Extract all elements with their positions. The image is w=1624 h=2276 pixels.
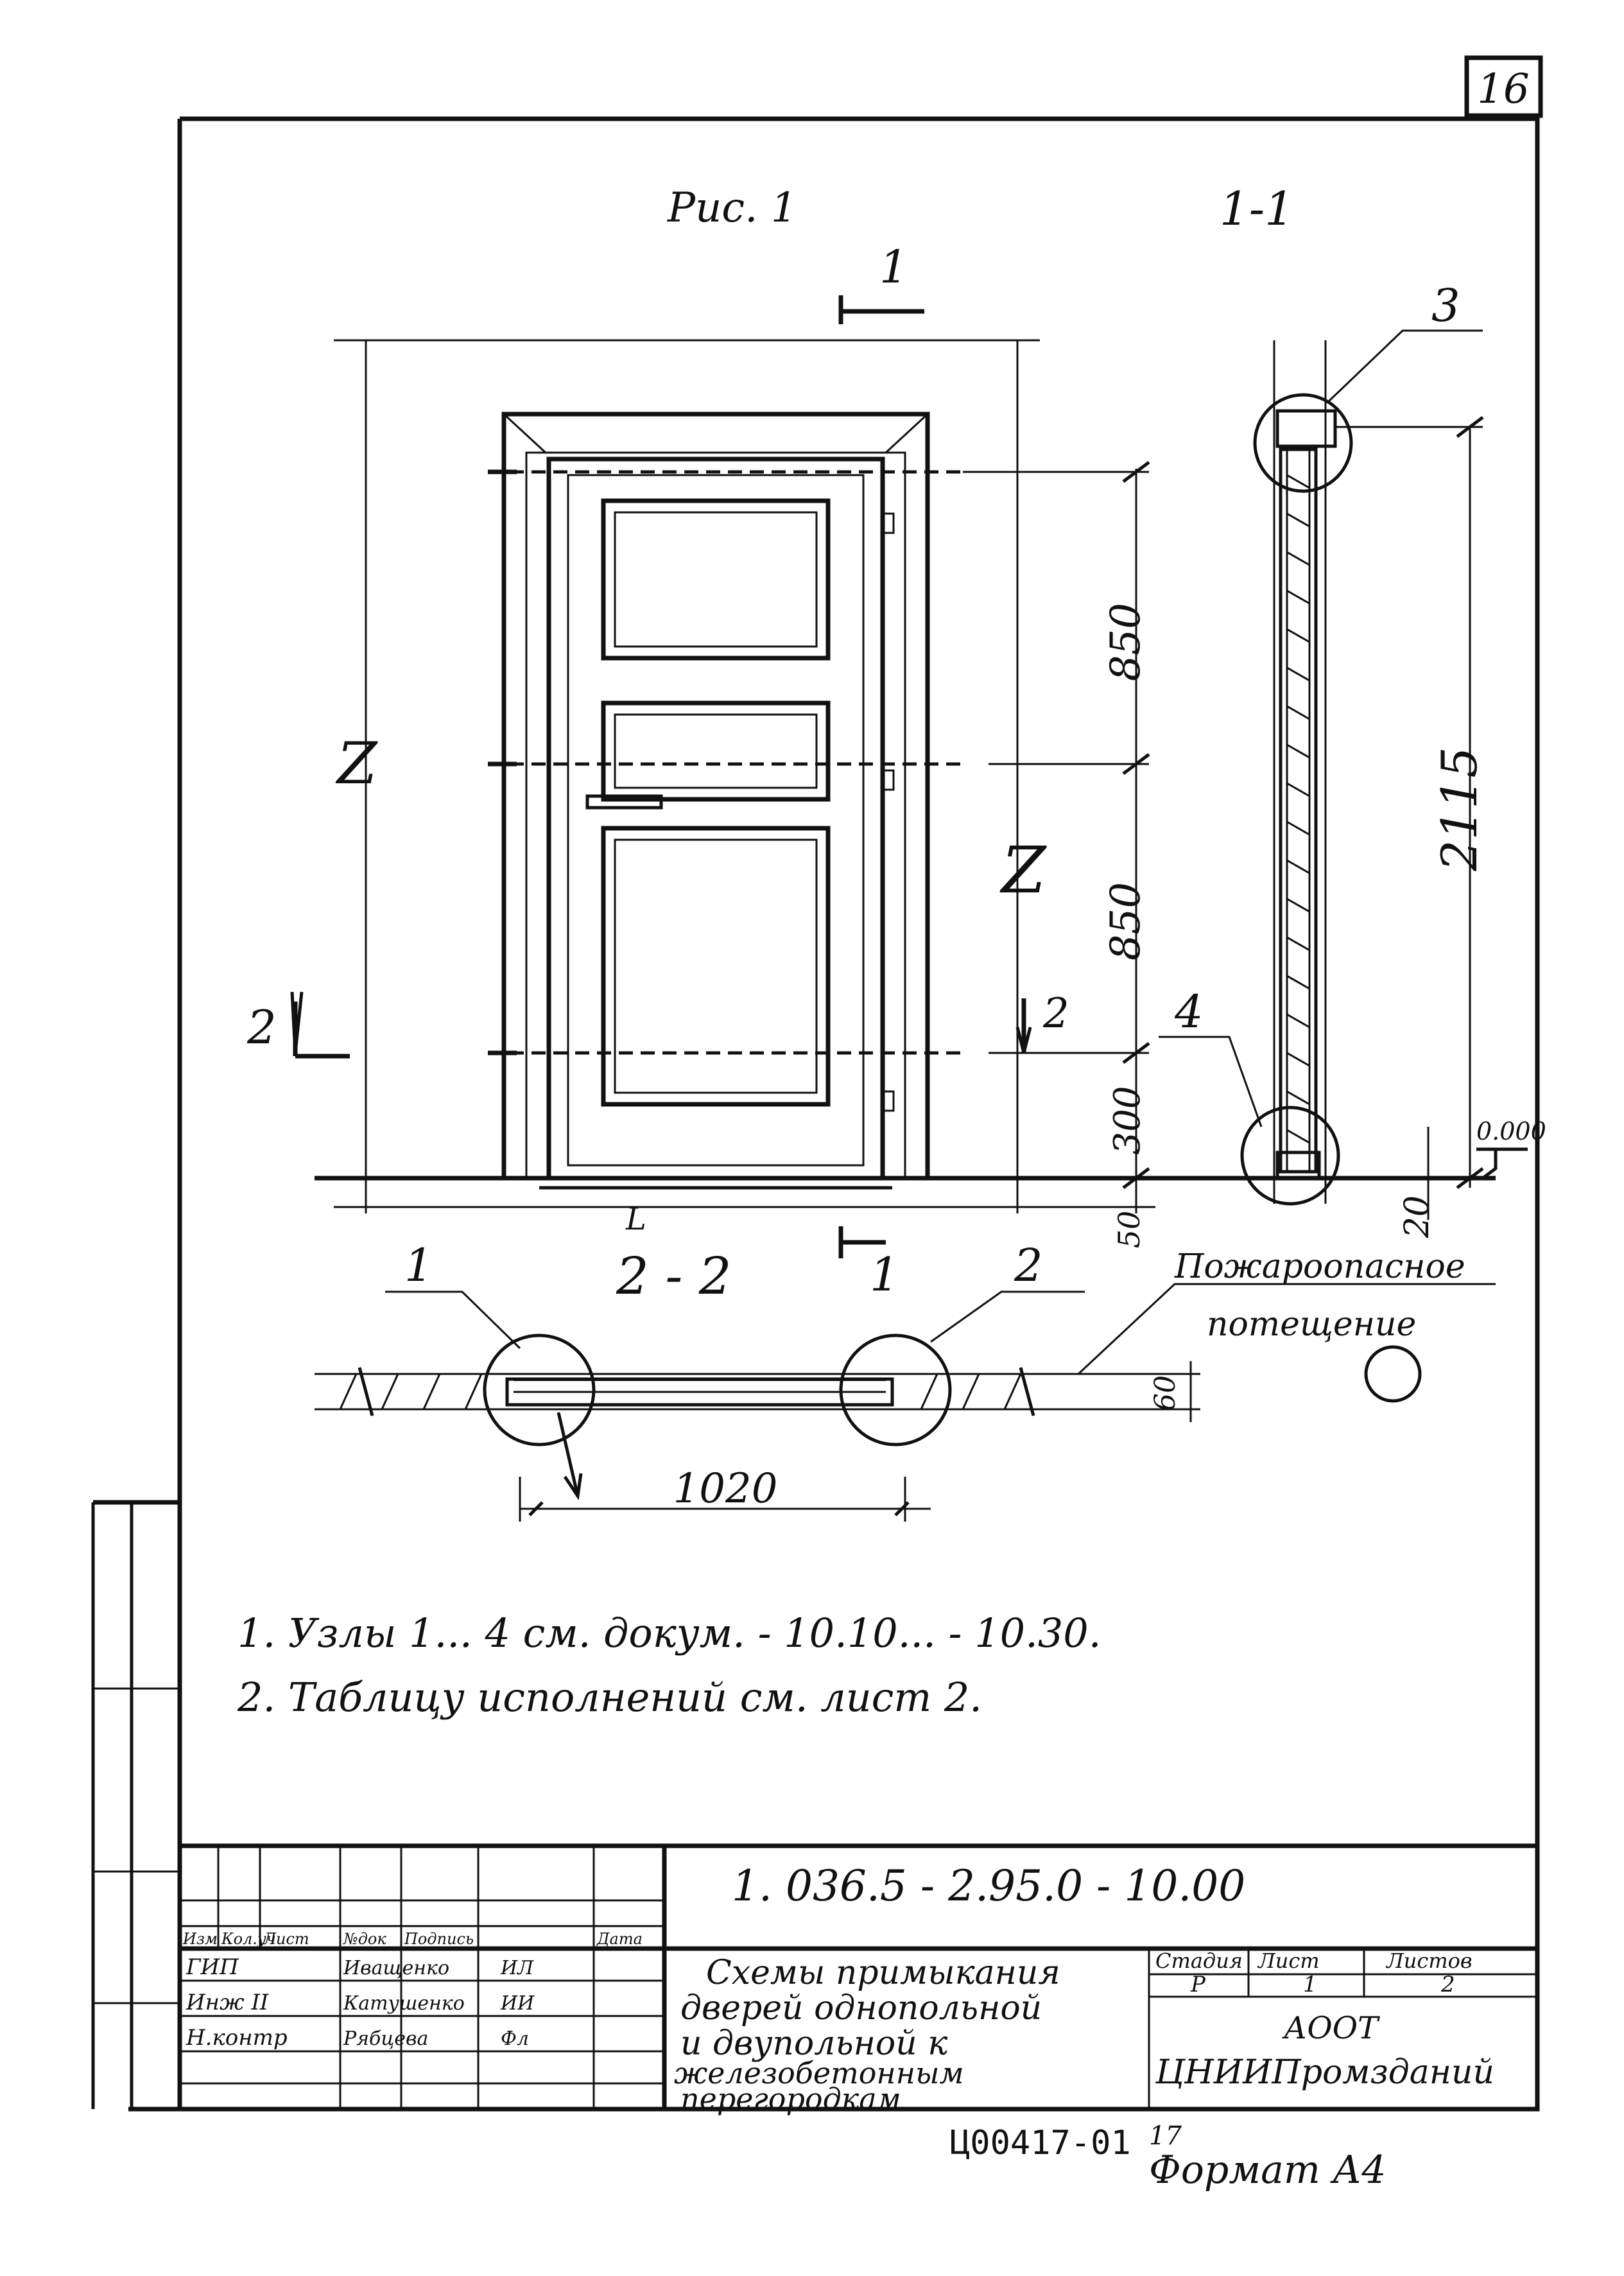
desc-line-3: и двупольной к [680, 2024, 948, 2063]
role-1: Инж II [186, 1990, 269, 2015]
section-2-2: 2 - 2 1 2 1020 60 Пожароопасное потещени… [315, 1239, 1496, 1522]
lower-panel [601, 826, 831, 1107]
dim-850-upper: 850 [1102, 603, 1150, 681]
section-cut-bottom [838, 1226, 886, 1258]
door-casing [501, 412, 930, 1178]
sheet-label: Лист [1257, 1949, 1320, 1973]
role-0: ГИП [186, 1954, 239, 1980]
height-var-mid: Z [999, 833, 1047, 908]
rev-header-3: №док [343, 1930, 386, 1948]
section-mark-left: 2 [246, 1000, 277, 1054]
section-mark-top: 1 [879, 241, 908, 293]
rev-header-1: Кол.уч [221, 1930, 276, 1948]
rev-header-4: Подпись [404, 1930, 474, 1948]
door-leaf [546, 456, 885, 1181]
copy-number: 17 [1149, 2121, 1182, 2151]
signature-2: Фл [501, 2028, 529, 2050]
desc-line-1: Схемы примыкания [706, 1954, 1060, 1992]
callout-1: 1 [404, 1239, 433, 1292]
role-2: Н.контр [186, 2025, 288, 2051]
node-1-circle [483, 1333, 596, 1446]
dim-2115: 2115 [1431, 747, 1488, 871]
name-0: Иващенко [343, 1957, 449, 1979]
upper-panel [601, 498, 831, 661]
node-2-circle [839, 1333, 952, 1446]
fire-room-marker [1364, 1345, 1422, 1403]
section-mark-bottom: 1 [870, 1247, 899, 1301]
fire-room-line2: потещение [1207, 1305, 1416, 1344]
stage-value: Р [1190, 1972, 1206, 1997]
node-4-circle [1240, 1106, 1340, 1206]
desc-line-4: железобетонным [674, 2056, 964, 2090]
dim-1020: 1020 [673, 1465, 778, 1513]
name-2: Рябцева [343, 2028, 428, 2050]
page-number: 16 [1477, 65, 1529, 113]
node-3-circle [1253, 393, 1353, 493]
section-mark-mid: 2 [1042, 990, 1069, 1038]
section-2-2-title: 2 - 2 [616, 1246, 732, 1306]
drawing-frame [91, 116, 1540, 2112]
rev-header-2: Лист [263, 1930, 309, 1948]
desc-line-2: дверей однопольной [680, 1989, 1042, 2028]
sheets-label: Листов [1385, 1949, 1472, 1973]
org-line-2: ЦНИИПромзданий [1155, 2053, 1494, 2092]
section-1-1: 3 4 2115 0.000 20 [1159, 279, 1546, 1238]
dim-50: 50 [1112, 1211, 1146, 1249]
sheet-value: 1 [1303, 1972, 1317, 1997]
dim-850-lower: 850 [1102, 882, 1150, 960]
sheets-value: 2 [1440, 1972, 1455, 1997]
page-number-box: 16 [1464, 55, 1543, 118]
format-label: Формат А4 [1149, 2148, 1386, 2193]
level-mark: 0.000 [1476, 1117, 1546, 1145]
note-2: 2. Таблицу исполнений см. лист 2. [237, 1674, 982, 1721]
dim-60: 60 [1149, 1375, 1182, 1411]
figure-title: Рис. 1 [667, 184, 797, 232]
section-cut-top [838, 295, 924, 324]
width-var: L [625, 1201, 646, 1237]
desc-line-5: перегородкам [680, 2081, 901, 2116]
signature-0: ИЛ [500, 1957, 534, 1979]
section-cut-left [293, 1002, 350, 1059]
section-1-1-title: 1-1 [1220, 182, 1294, 236]
org-line-1: АООТ [1282, 2010, 1380, 2046]
doc-code: 1. 036.5 - 2.95.0 - 10.00 [732, 1861, 1245, 1911]
door-elevation: 1 Z 850 850 300 [246, 241, 1496, 1301]
callout-4: 4 [1174, 986, 1204, 1038]
inventory-stamp: Ц00417-01 17 Формат А4 [950, 2121, 1386, 2193]
middle-panel [601, 700, 831, 802]
door-handle [585, 794, 663, 810]
inventory-number: Ц00417-01 [950, 2124, 1131, 2162]
dim-300: 300 [1107, 1086, 1148, 1155]
dim-20: 20 [1398, 1195, 1437, 1238]
note-1: 1. Узлы 1... 4 см. докум. - 10.10... - 1… [238, 1610, 1101, 1656]
notes: 1. Узлы 1... 4 см. докум. - 10.10... - 1… [237, 1610, 1101, 1721]
callout-3: 3 [1431, 279, 1460, 332]
height-var-left: Z [335, 730, 378, 797]
callout-2: 2 [1014, 1239, 1043, 1292]
rev-header-5: Дата [596, 1930, 643, 1948]
door-leaf-plan [505, 1377, 894, 1407]
rev-header-0: Изм [182, 1930, 218, 1948]
fire-room-line1: Пожароопасное [1174, 1247, 1465, 1286]
title-block: 1. 036.5 - 2.95.0 - 10.00 Изм Кол.уч Лис… [180, 1843, 1537, 2116]
name-1: Катушенко [343, 1992, 465, 2015]
stage-label: Стадия [1155, 1949, 1243, 1973]
signature-1: ИИ [500, 1992, 535, 2015]
